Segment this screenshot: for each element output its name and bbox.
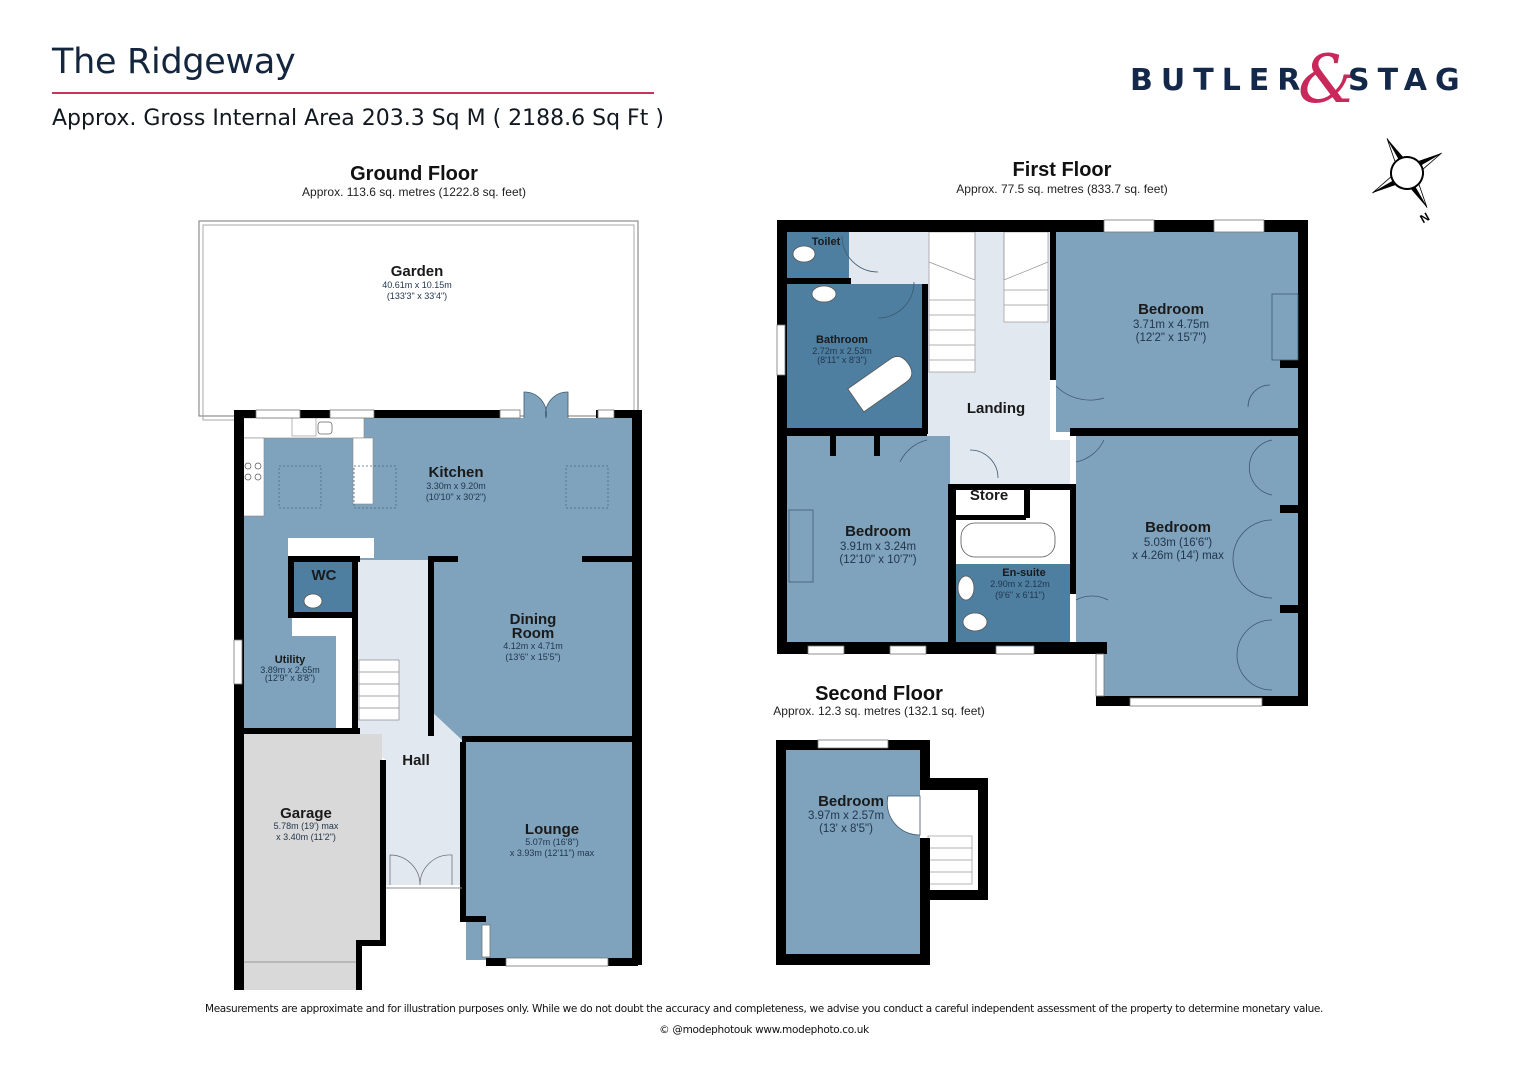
lounge-room xyxy=(466,742,634,960)
hob-icon xyxy=(244,462,262,481)
garage-dim-metric: 5.78m (19') max xyxy=(274,821,339,831)
ensuite-toilet-icon xyxy=(962,612,988,632)
bedroom-2-dim-imperial: (12'10" x 10'7") xyxy=(839,554,916,566)
second-floor-bedroom-room xyxy=(786,750,920,954)
dining-room-dim-imperial: (13'6" x 15'5") xyxy=(505,652,560,662)
bathroom-dim-imperial: (8'11" x 8'3") xyxy=(817,355,867,365)
second-floor-bedroom-dim-metric: 3.97m x 2.57m xyxy=(808,810,884,822)
wc-label: WC xyxy=(312,567,337,584)
garden-dim-imperial: (133'3" x 33'4") xyxy=(387,291,447,301)
garage-label: Garage xyxy=(280,805,332,822)
ensuite-dim-imperial: (9'6" x 6'11") xyxy=(995,590,1045,600)
first-floor-doors xyxy=(841,235,1273,691)
store-room xyxy=(956,488,1026,518)
front-door-icon xyxy=(389,854,453,886)
second-floor-stairs xyxy=(927,835,973,885)
ensuite-bath-icon xyxy=(960,522,1056,558)
bathroom-dim-metric: 2.72m x 2.53m xyxy=(812,346,872,356)
second-floor: Second Floor Approx. 12.3 sq. metres (13… xyxy=(773,683,988,965)
dining-room-dim-metric: 4.12m x 4.71m xyxy=(503,641,563,651)
bedroom-2-room xyxy=(787,436,950,642)
compass-icon: N xyxy=(1372,138,1442,226)
toilet-label: Toilet xyxy=(812,236,841,248)
bathroom-label: Bathroom xyxy=(816,334,868,346)
bedroom-2-label: Bedroom xyxy=(845,523,911,540)
second-floor-title: Second Floor xyxy=(815,683,943,705)
kitchen-dim-metric: 3.30m x 9.20m xyxy=(426,481,486,491)
first-floor-stairs xyxy=(928,231,1049,373)
first-floor-area: Approx. 77.5 sq. metres (833.7 sq. feet) xyxy=(956,182,1167,196)
brand-word-right: STAG xyxy=(1348,63,1468,98)
second-floor-bedroom-label: Bedroom xyxy=(818,793,884,810)
photographer-credit: © @modephotouk www.modephoto.co.uk xyxy=(659,1024,869,1036)
disclaimer-text: Measurements are approximate and for ill… xyxy=(204,1003,1324,1015)
ensuite-label: En-suite xyxy=(1002,567,1045,579)
bedroom-1-label: Bedroom xyxy=(1138,301,1204,318)
bedroom-1-dim-metric: 3.71m x 4.75m xyxy=(1133,319,1209,331)
bedroom-3-room xyxy=(1076,436,1298,696)
ground-floor-area: Approx. 113.6 sq. metres (1222.8 sq. fee… xyxy=(302,185,526,199)
dining-room-label-line2: Room xyxy=(512,625,555,642)
second-floor-bedroom-dim-imperial: (13' x 8'5") xyxy=(819,823,873,835)
ensuite-basin-icon xyxy=(957,575,975,601)
brand-word-left: BUTLER xyxy=(1130,63,1309,98)
property-title: The Ridgeway xyxy=(52,42,296,82)
toilet-icon xyxy=(792,245,816,263)
lounge-dim-imperial: x 3.93m (12'11") max xyxy=(510,848,595,858)
store-label: Store xyxy=(970,487,1008,504)
ground-floor: Ground Floor Approx. 113.6 sq. metres (1… xyxy=(198,163,642,990)
first-floor: First Floor Approx. 77.5 sq. metres (833… xyxy=(776,159,1308,707)
title-divider xyxy=(52,92,654,94)
garden-dim-metric: 40.61m x 10.15m xyxy=(382,280,452,290)
second-floor-area: Approx. 12.3 sq. metres (132.1 sq. feet) xyxy=(773,704,984,718)
ground-windows xyxy=(233,409,615,967)
ensuite-dim-metric: 2.90m x 2.12m xyxy=(990,579,1050,589)
ground-floor-title: Ground Floor xyxy=(350,163,478,185)
landing-label: Landing xyxy=(967,400,1025,417)
french-doors-icon xyxy=(523,391,569,419)
utility-dim-metric: 3.89m x 2.65m xyxy=(260,665,320,675)
utility-label: Utility xyxy=(275,654,306,666)
lounge-label: Lounge xyxy=(525,821,579,838)
hall-label: Hall xyxy=(402,752,430,769)
brand-ampersand: & xyxy=(1298,41,1357,118)
ground-stairs xyxy=(358,659,400,721)
bedroom-2-dim-metric: 3.91m x 3.24m xyxy=(840,541,916,553)
dining-room-label-line1: Dining xyxy=(510,611,557,628)
toilet-icon xyxy=(303,593,323,609)
basin-icon xyxy=(811,285,837,303)
bedroom-1-room xyxy=(1056,232,1298,432)
kitchen-dim-imperial: (10'10" x 30'2") xyxy=(426,492,486,502)
ground-walls xyxy=(234,410,642,990)
bedroom-3-dim-metric: 5.03m (16'6") xyxy=(1144,537,1212,549)
utility-dim-imperial: (12'9" x 8'8") xyxy=(265,673,315,683)
bath-icon xyxy=(847,356,913,413)
bedroom-3-label: Bedroom xyxy=(1145,519,1211,536)
bedroom-3-dim-imperial: x 4.26m (14') max xyxy=(1132,550,1224,562)
first-floor-walls xyxy=(777,220,1308,706)
gross-internal-area: Approx. Gross Internal Area 203.3 Sq M (… xyxy=(52,106,664,131)
garage-room xyxy=(242,734,382,990)
sink-icon xyxy=(291,417,317,437)
kitchen-label: Kitchen xyxy=(428,464,483,481)
lounge-dim-metric: 5.07m (16'8") xyxy=(525,837,578,847)
first-floor-title: First Floor xyxy=(1013,159,1112,181)
first-floor-windows xyxy=(776,219,1265,707)
bedroom-1-dim-imperial: (12'2" x 15'7") xyxy=(1136,332,1207,344)
brand-logo: BUTLER & STAG xyxy=(1130,47,1480,115)
garden-label: Garden xyxy=(391,263,444,280)
garage-dim-imperial: x 3.40m (11'2") xyxy=(276,832,336,842)
wc-room xyxy=(292,562,354,614)
second-floor-window xyxy=(817,739,889,749)
garden: Garden 40.61m x 10.15m (133'3" x 33'4") xyxy=(198,220,639,421)
